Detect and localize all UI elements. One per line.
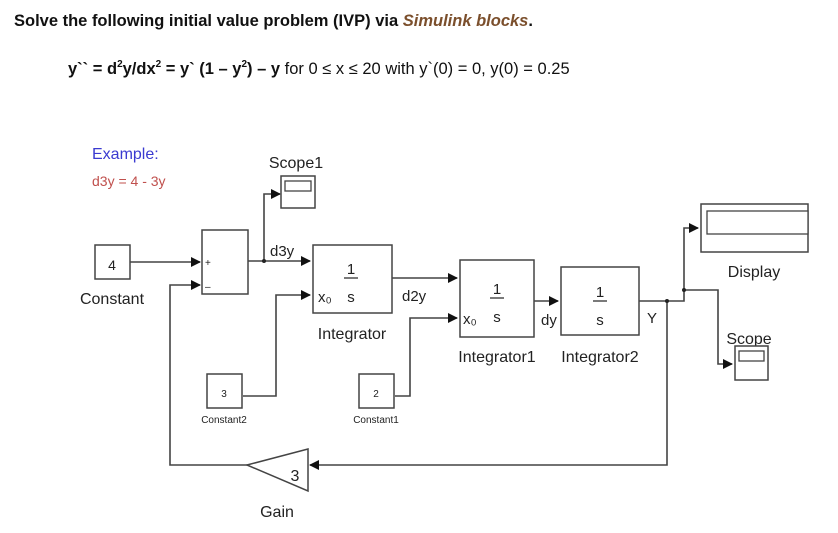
ode-equation: y`` = d2y/dx2 = y` (1 – y2) – y for 0 ≤ … — [68, 60, 570, 79]
problem-title: Solve the following initial value proble… — [14, 12, 533, 31]
integrator-denominator: s — [347, 289, 355, 306]
gain-label: Gain — [260, 504, 294, 521]
title-suffix: . — [528, 12, 533, 30]
eq-part: y/dx — [122, 60, 156, 78]
integrator1-numerator: 1 — [493, 281, 501, 298]
integrator-x0-port: x₀ — [318, 289, 332, 306]
scope-block[interactable]: Scope — [726, 331, 772, 381]
constant-label: Constant — [80, 291, 145, 308]
scope-screen — [738, 350, 765, 362]
constant-block[interactable]: 4 Constant — [80, 244, 145, 308]
gain-block[interactable]: 3 Gain — [244, 448, 309, 521]
scope1-label: Scope1 — [269, 155, 323, 172]
eq-part: y`` = d — [68, 60, 118, 78]
signal-lines — [130, 189, 733, 470]
integrator-block[interactable]: 1 s x₀ Integrator — [312, 244, 393, 343]
display-label: Display — [728, 264, 780, 281]
title-accent: Simulink blocks — [402, 12, 529, 30]
scope-screen — [284, 180, 312, 192]
junction-dots — [262, 259, 686, 303]
constant2-value: 3 — [221, 389, 227, 400]
line-constant1-to-integrator1[interactable] — [395, 313, 458, 397]
eq-part: = y` (1 – y — [161, 60, 242, 78]
constant-value: 4 — [108, 257, 116, 273]
eq-sup: 2 — [117, 59, 123, 70]
scope-label: Scope — [726, 331, 771, 348]
integrator-numerator: 1 — [347, 261, 355, 278]
example-equation: d3y = 4 - 3y — [92, 173, 166, 189]
signal-label-y: Y — [647, 310, 657, 327]
sum-plus-sign: + — [205, 258, 211, 269]
ode-lhs: y`` = d2y/dx2 = y` (1 – y2) – y — [68, 59, 281, 79]
integrator-label: Integrator — [318, 326, 387, 343]
eq-sup: 2 — [241, 59, 248, 70]
line-to-gain[interactable] — [309, 301, 668, 470]
sum-block[interactable]: + – — [201, 229, 249, 295]
integrator2-label: Integrator2 — [561, 349, 638, 366]
eq-part: ) – y — [247, 60, 281, 78]
signal-label-d3y: d3y — [270, 243, 295, 260]
line-to-scope[interactable] — [684, 289, 733, 369]
constant1-value: 2 — [373, 389, 379, 400]
integrator1-label: Integrator1 — [458, 349, 535, 366]
constant1-block[interactable]: 2 Constant1 — [353, 373, 399, 426]
example-label: Example: — [92, 146, 159, 163]
gain-triangle-icon — [244, 448, 309, 493]
line-to-display[interactable] — [639, 223, 699, 302]
eq-sup: 2 — [155, 59, 162, 70]
display-screen — [706, 210, 809, 235]
integrator1-block[interactable]: 1 s x₀ Integrator1 — [458, 259, 536, 366]
signal-label-dy: dy — [541, 312, 557, 329]
line-gain-to-sum[interactable] — [169, 280, 250, 466]
constant2-block[interactable]: 3 Constant2 — [201, 373, 247, 426]
integrator1-denominator: s — [493, 309, 501, 326]
integrator2-numerator: 1 — [596, 284, 604, 301]
sum-minus-sign: – — [205, 282, 211, 293]
scope1-block[interactable]: Scope1 — [269, 155, 323, 209]
line-constant2-to-integrator[interactable] — [243, 290, 311, 397]
gain-value: 3 — [291, 468, 300, 485]
constant2-label: Constant2 — [201, 415, 247, 426]
integrator1-x0-port: x₀ — [463, 311, 477, 328]
title-text: Solve the following initial value proble… — [14, 12, 403, 30]
display-block[interactable]: Display — [700, 203, 809, 281]
integrator2-denominator: s — [596, 312, 604, 329]
line-to-scope1[interactable] — [263, 189, 281, 261]
integrator2-block[interactable]: 1 s Integrator2 — [560, 266, 640, 366]
ode-range: for 0 ≤ x ≤ 20 with y`(0) = 0, y(0) = 0.… — [280, 60, 570, 78]
constant1-label: Constant1 — [353, 415, 399, 426]
signal-label-d2y: d2y — [402, 288, 427, 305]
